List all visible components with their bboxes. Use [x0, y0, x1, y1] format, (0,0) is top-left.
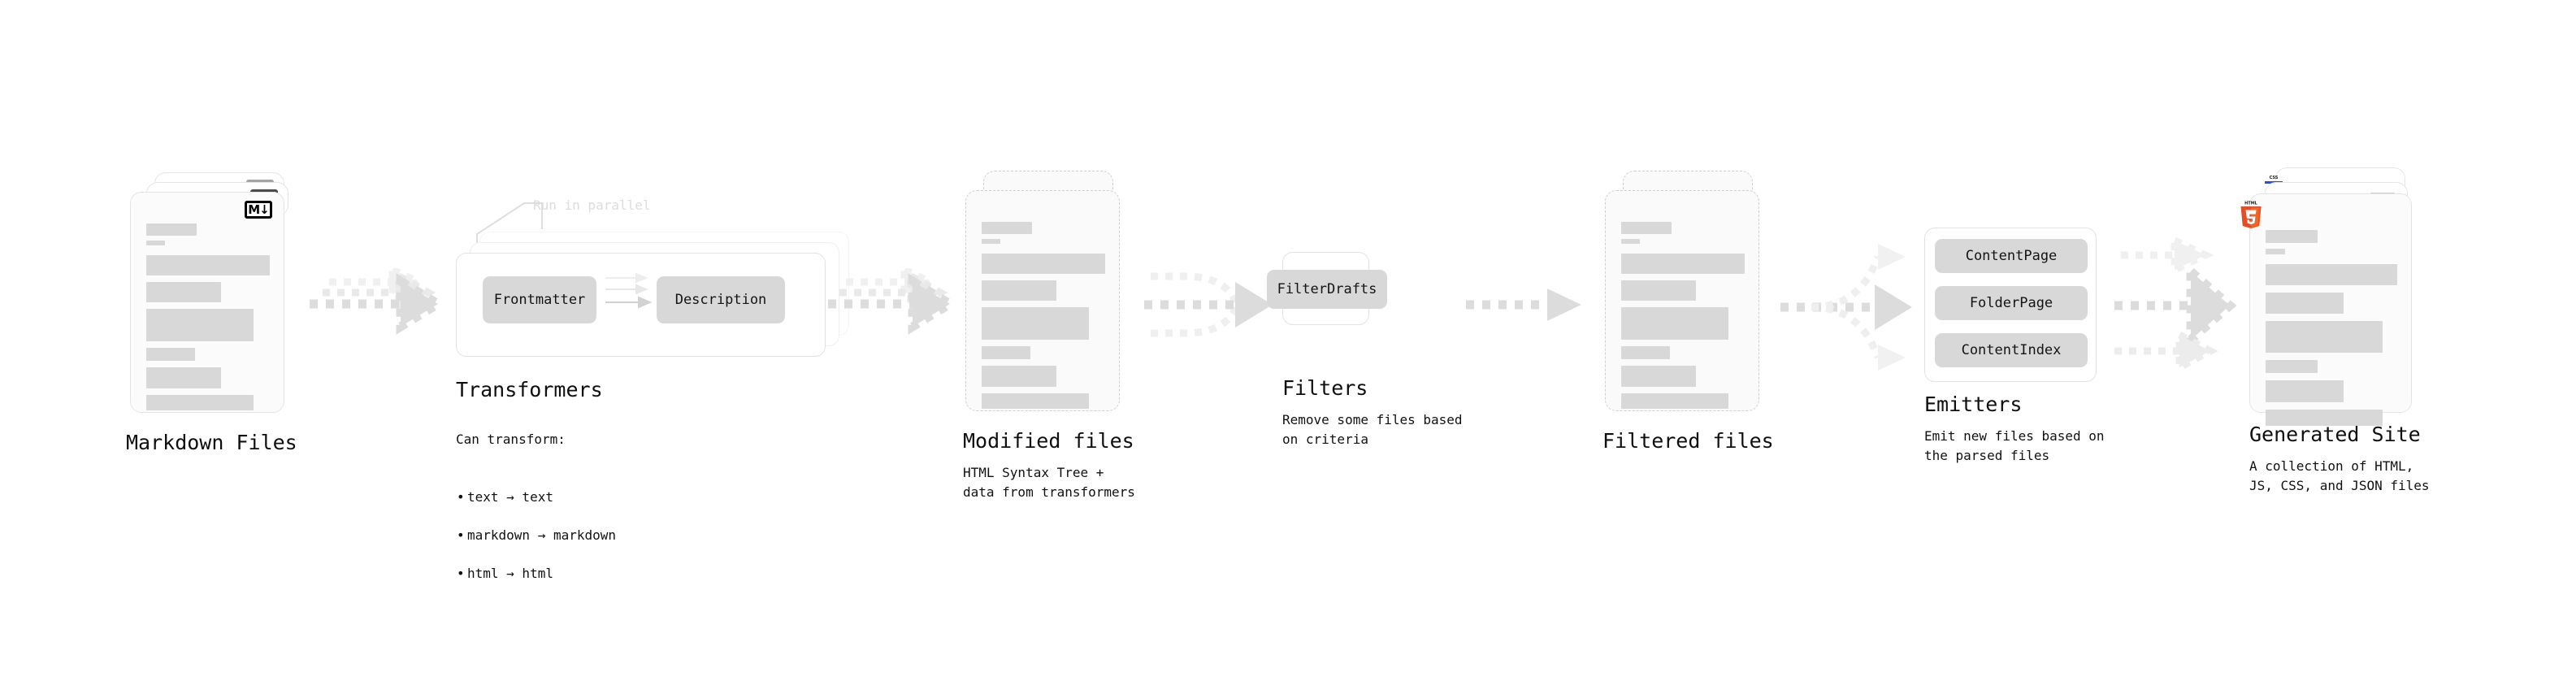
content-bar — [146, 282, 221, 302]
content-bar — [146, 223, 197, 236]
content-bar — [1621, 346, 1670, 359]
content-bar — [982, 346, 1030, 359]
flow-arrow-markdown-to-transformers — [310, 268, 447, 335]
filters-group: FilterDrafts — [1267, 252, 1387, 325]
filter-chip-filterdrafts[interactable]: FilterDrafts — [1267, 270, 1387, 309]
stage-description-transformers: Can transform: text → text markdown → ma… — [456, 410, 616, 622]
parallel-label: Run in parallel — [533, 197, 651, 213]
stage-caption-filters: Filters — [1282, 376, 1368, 400]
content-bar — [2266, 410, 2383, 426]
content-bar — [146, 348, 195, 361]
content-bar — [982, 239, 1000, 244]
generated-file-html: HTML — [2240, 193, 2412, 426]
stage-description-filters: Remove some files based on criteria — [1282, 412, 1463, 447]
content-bar — [2266, 230, 2318, 243]
emitter-chip-folderpage[interactable]: FolderPage — [1935, 286, 2088, 320]
file-content-lines — [2266, 230, 2397, 426]
content-bar — [2266, 321, 2383, 353]
content-bar — [982, 307, 1089, 340]
content-bar — [146, 255, 270, 275]
transformer-chip-frontmatter[interactable]: Frontmatter — [483, 276, 596, 323]
content-bar — [2266, 264, 2397, 285]
content-bar — [146, 367, 221, 388]
emitters-group: ContentPage FolderPage ContentIndex — [1924, 228, 2097, 382]
list-item: markdown → markdown — [457, 526, 616, 545]
stage-caption-emitters: Emitters — [1924, 393, 2023, 416]
flow-arrow-modified-to-filters — [1144, 272, 1273, 337]
content-bar — [1621, 393, 1728, 409]
markdown-file-front: M↓ — [130, 192, 284, 413]
stage-description-modified-files: HTML Syntax Tree + data from transformer… — [963, 465, 1135, 500]
flow-arrow-filters-to-filtered — [1466, 288, 1581, 321]
content-bar — [1621, 239, 1640, 244]
markdown-files-stack: M↓ M↓ M↓ — [130, 172, 317, 416]
markdown-logo: M↓ — [245, 201, 272, 219]
content-bar — [146, 309, 254, 341]
emitter-chip-contentindex[interactable]: ContentIndex — [1935, 333, 2088, 367]
content-bar — [1621, 280, 1696, 301]
content-bar — [2266, 249, 2285, 254]
stage-caption-generated-site: Generated Site — [2249, 423, 2421, 446]
content-bar — [982, 393, 1089, 409]
stage-description-generated-site: A collection of HTML, JS, CSS, and JSON … — [2249, 458, 2430, 493]
content-bar — [982, 366, 1056, 387]
transformers-list: text → text markdown → markdown html → h… — [456, 468, 616, 603]
content-bar — [982, 254, 1105, 274]
modified-files-stack — [965, 171, 1144, 414]
file-content-lines — [146, 223, 270, 410]
parallel-bracket — [476, 202, 543, 257]
list-item: text → text — [457, 488, 616, 507]
content-bar — [2266, 293, 2344, 314]
generated-site-stack: CSS HTML — [2240, 167, 2436, 426]
flow-arrow-emitters-to-site — [2114, 234, 2237, 374]
svg-text:HTML: HTML — [2244, 202, 2258, 206]
content-bar — [2266, 360, 2318, 373]
content-bar — [1621, 254, 1745, 274]
html5-logo: HTML — [2239, 201, 2263, 228]
content-bar — [146, 241, 165, 245]
stage-caption-markdown-files: Markdown Files — [126, 431, 297, 454]
content-bar — [982, 280, 1056, 301]
content-bar — [2266, 380, 2344, 402]
file-content-lines — [982, 222, 1105, 409]
filtered-file-front — [1605, 190, 1759, 411]
emitter-chip-contentpage[interactable]: ContentPage — [1935, 239, 2088, 273]
content-bar — [1621, 366, 1696, 387]
stage-caption-modified-files: Modified files — [963, 429, 1134, 453]
stage-caption-transformers: Transformers — [456, 378, 603, 401]
transformer-chip-description[interactable]: Description — [657, 276, 785, 323]
modified-file-front — [965, 190, 1120, 411]
content-bar — [982, 222, 1032, 234]
content-bar — [146, 395, 254, 410]
transformers-lead: Can transform: — [456, 431, 566, 447]
file-content-lines — [1621, 222, 1745, 409]
transformer-inner-arrows — [605, 272, 653, 309]
list-item: html → html — [457, 564, 616, 583]
content-bar — [1621, 307, 1728, 340]
flow-arrow-filtered-to-emitters — [1780, 244, 1912, 371]
flow-arrow-transformers-to-modified — [828, 268, 959, 335]
stage-caption-filtered-files: Filtered files — [1602, 429, 1774, 453]
filtered-files-stack — [1605, 171, 1784, 414]
content-bar — [1621, 222, 1672, 234]
css-logo-label: CSS — [2269, 176, 2279, 180]
stage-description-emitters: Emit new files based on the parsed files — [1924, 428, 2105, 463]
